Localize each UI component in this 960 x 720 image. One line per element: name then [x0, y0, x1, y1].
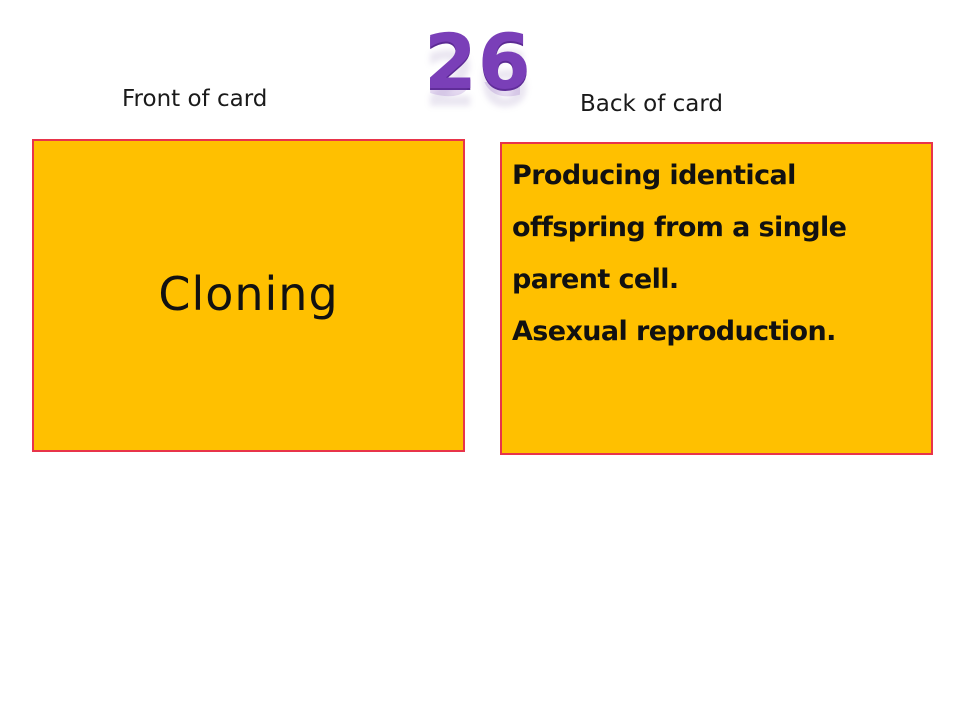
definition-line: Asexual reproduction.: [512, 316, 836, 347]
definition-line: Producing identical: [512, 160, 796, 191]
flashcard-front: Cloning: [32, 139, 465, 452]
back-of-card-label: Back of card: [580, 91, 724, 117]
definition-line: offspring from a single: [512, 212, 847, 243]
card-number: 26: [424, 17, 532, 106]
back-definition: Producing identical offspring from a sin…: [512, 150, 921, 358]
front-term: Cloning: [158, 266, 339, 321]
flashcard-back: Producing identical offspring from a sin…: [500, 142, 933, 455]
front-of-card-label: Front of card: [122, 86, 268, 112]
definition-line: parent cell.: [512, 264, 679, 295]
